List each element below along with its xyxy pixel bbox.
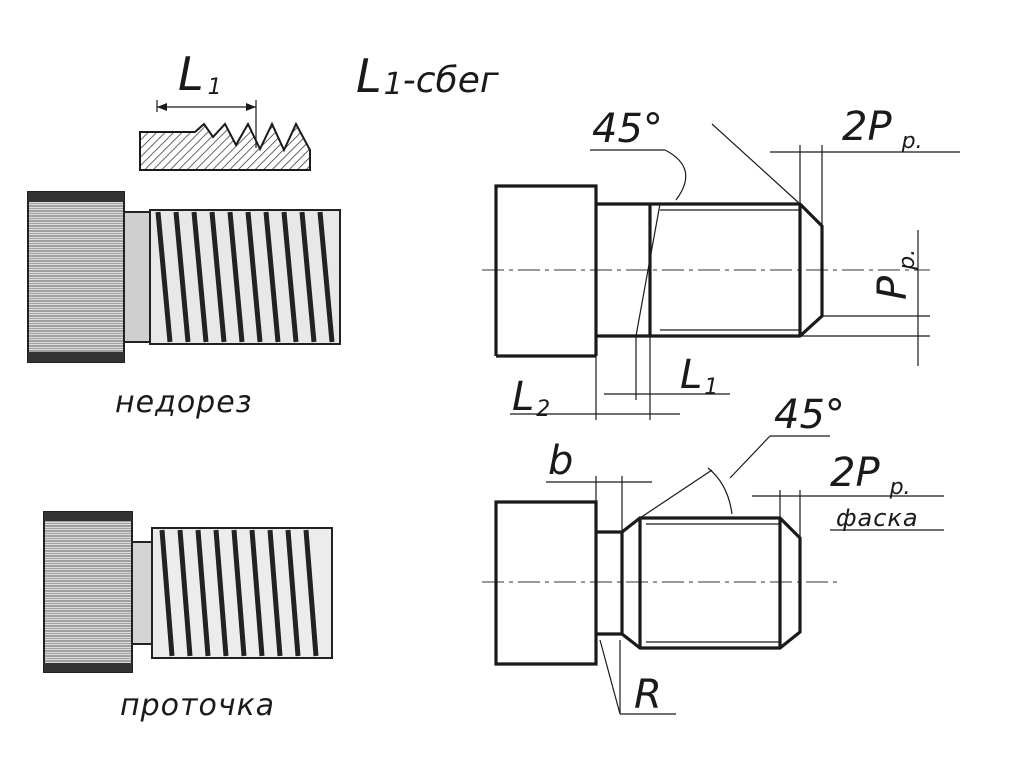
runout-title: L1-сбег [356,49,500,103]
groove-outline [596,516,802,650]
angle-45-bottom: 45° [774,392,845,438]
pitch-top: Pр. [870,249,920,300]
caption-runout: недорез [115,385,253,420]
b-label: b [548,438,573,484]
bolt-head [27,191,125,363]
head-outline [494,184,598,356]
thread-crests [159,529,319,657]
angle-45-top: 45° [592,106,663,152]
shank-outline [596,202,824,338]
bolt-photo-runout [27,191,341,363]
chamfer-note: фаска [836,504,919,532]
head-outline [494,500,598,666]
thread-crests [155,211,335,343]
radius-label: R [634,672,662,718]
bolt-groove [131,541,155,645]
caption-groove: проточка [120,688,275,723]
bolt-photo-groove [43,511,333,673]
l2-top: L2 [512,374,550,422]
bolt-head [43,511,133,673]
l1-top: L1 [680,352,718,400]
runout-profile [139,121,311,171]
